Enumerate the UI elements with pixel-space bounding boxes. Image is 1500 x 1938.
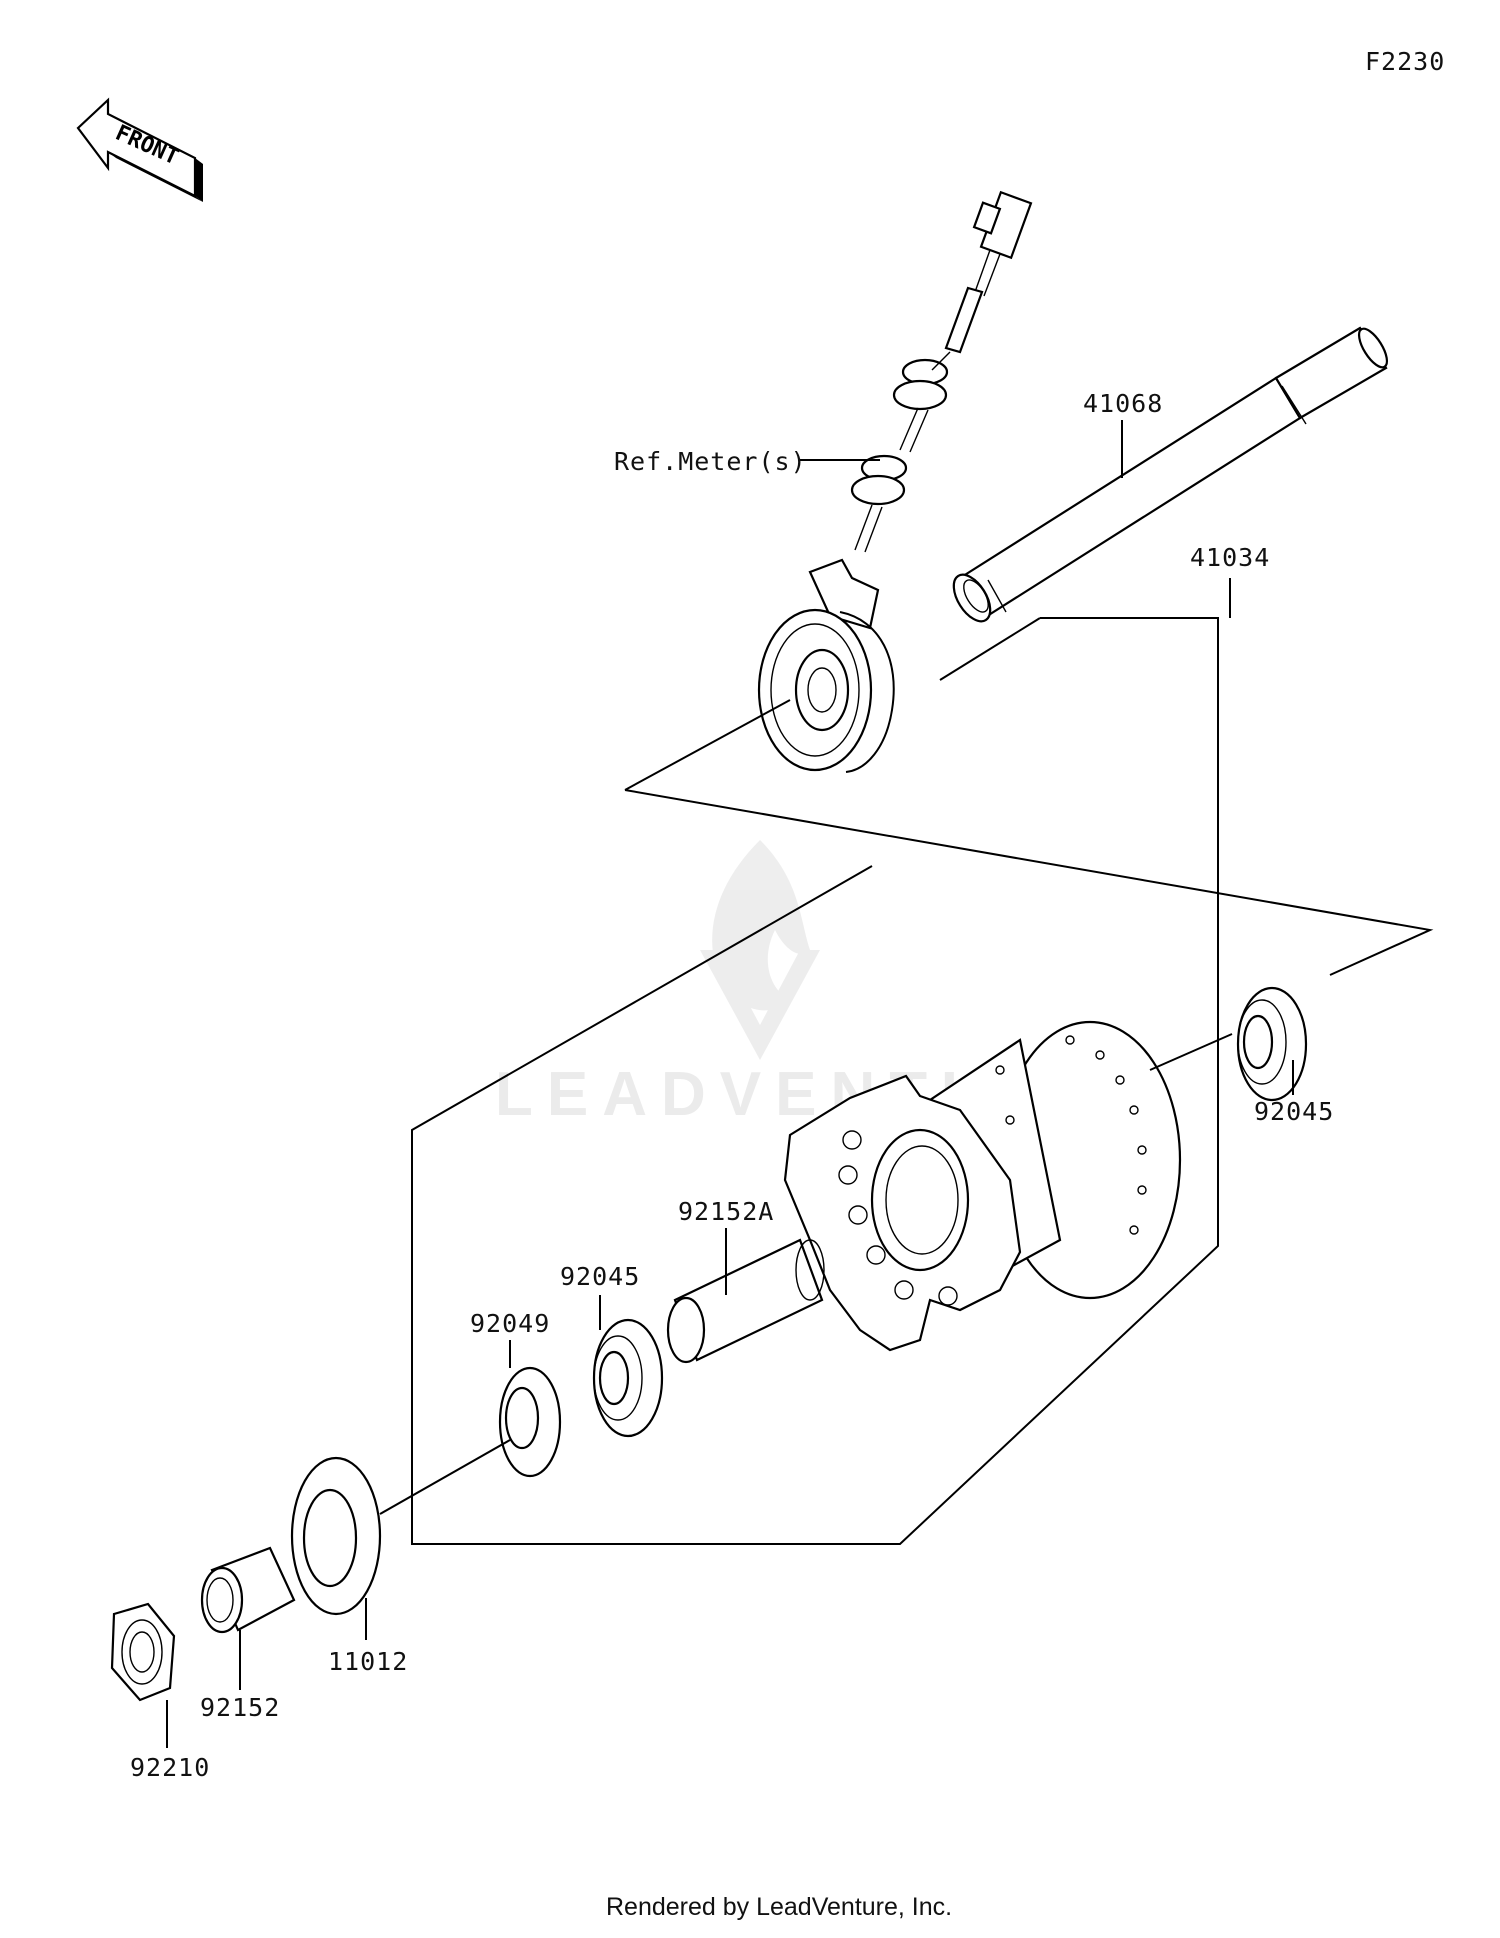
callout-oil-seal: 92049 [470, 1309, 550, 1338]
callout-collar-a: 92152A [678, 1197, 774, 1226]
axle-41068 [952, 326, 1389, 623]
callout-ref-meter: Ref.Meter(s) [614, 447, 807, 476]
bearing-92045-right [1236, 986, 1308, 1102]
callout-bearing-right: 92045 [1254, 1097, 1334, 1126]
callout-axle: 41068 [1083, 389, 1163, 418]
front-arrow-icon: FRONT [76, 97, 203, 202]
oil-seal-92049 [498, 1366, 562, 1478]
callout-collar: 92152 [200, 1693, 280, 1722]
callout-cover: 11012 [328, 1647, 408, 1676]
nut-92210 [110, 1602, 176, 1702]
assembly-outline [379, 578, 1434, 1545]
callout-nut: 92210 [130, 1753, 210, 1782]
collar-92152A [666, 1238, 825, 1364]
bearing-92045-left [592, 1318, 664, 1438]
wheel-hub-41034 [783, 1020, 1182, 1352]
callout-hub-assembly: 41034 [1190, 543, 1270, 572]
cover-11012 [290, 1456, 382, 1616]
collar-92152 [200, 1546, 296, 1634]
meter-sensor-assembly [757, 190, 1033, 773]
callout-bearing-left: 92045 [560, 1262, 640, 1291]
footer-credit: Rendered by LeadVenture, Inc. [606, 1893, 952, 1921]
callout-leaders [166, 420, 1294, 1748]
diagram-code: F2230 [1365, 47, 1445, 76]
